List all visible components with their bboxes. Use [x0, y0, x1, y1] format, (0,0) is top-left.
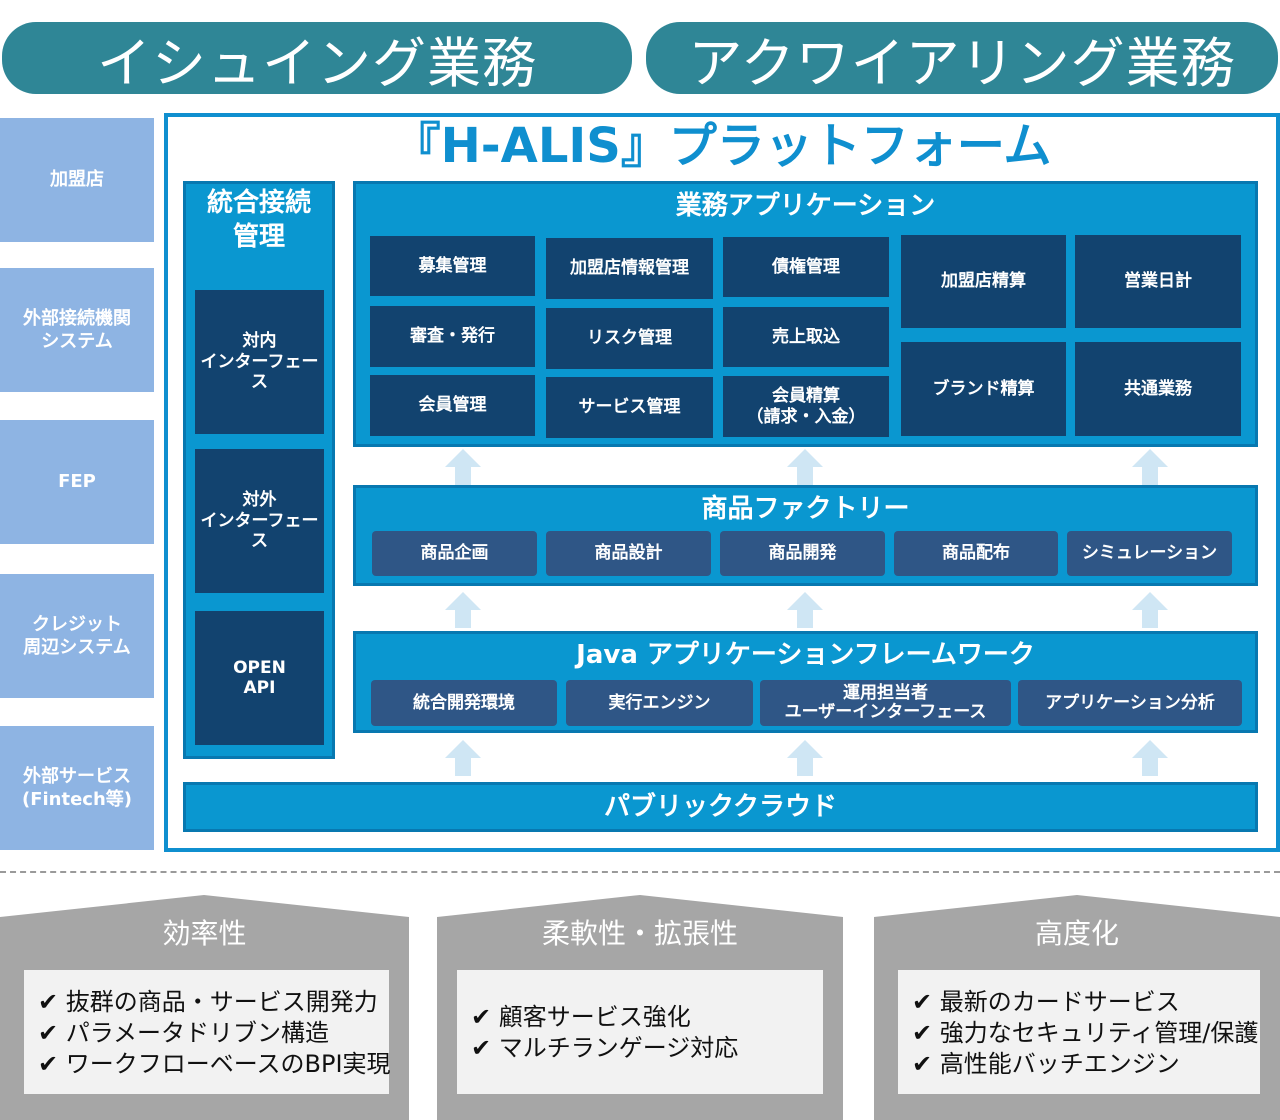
app-merchant-settlement: 加盟店精算: [901, 235, 1066, 328]
framework-engine: 実行エンジン: [566, 680, 753, 726]
app-screening: 審査・発行: [370, 306, 535, 367]
framework-ide: 統合開発環境: [371, 680, 557, 726]
up-arrow-icon: [787, 592, 823, 628]
side-external-services: 外部サービス (Fintech等): [0, 726, 154, 850]
product-factory-title: 商品ファクトリー: [701, 494, 910, 524]
issuing-business-banner: イシュイング業務: [2, 22, 632, 95]
side-fep: FEP: [0, 420, 154, 544]
section-divider: [0, 871, 1280, 873]
benefit-item: ✔ 高性能バッチエンジン: [912, 1050, 1180, 1078]
app-brand-settlement: ブランド精算: [901, 342, 1066, 436]
framework-app-analysis: アプリケーション分析: [1018, 680, 1242, 726]
up-arrow-icon: [1132, 449, 1168, 485]
up-arrow-icon: [787, 740, 823, 776]
open-api: OPEN API: [195, 611, 324, 745]
up-arrow-icon: [1132, 740, 1168, 776]
side-merchant: 加盟店: [0, 118, 154, 242]
app-member-settlement: 会員精算 （請求・入金）: [723, 376, 889, 437]
up-arrow-icon: [445, 449, 481, 485]
public-cloud-bar: パブリッククラウド: [183, 782, 1258, 832]
up-arrow-icon: [445, 592, 481, 628]
app-sales-import: 売上取込: [723, 307, 889, 367]
app-service: サービス管理: [546, 377, 713, 438]
external-interface: 対外 インターフェース: [195, 449, 324, 593]
app-receivables: 債権管理: [723, 237, 889, 297]
side-credit-systems: クレジット 周辺システム: [0, 574, 154, 698]
platform-title: 『H-ALIS』プラットフォーム: [392, 118, 1052, 174]
side-external-institutions: 外部接続機関 システム: [0, 268, 154, 392]
app-common: 共通業務: [1075, 342, 1241, 436]
app-daily-business: 営業日計: [1075, 235, 1241, 328]
up-arrow-icon: [1132, 592, 1168, 628]
java-framework-title: Java アプリケーションフレームワーク: [576, 640, 1035, 670]
benefit-title-efficiency: 効率性: [162, 917, 247, 950]
up-arrow-icon: [787, 449, 823, 485]
factory-development: 商品開発: [720, 531, 885, 576]
internal-interface: 対内 インターフェース: [195, 290, 324, 434]
benefit-box-efficiency: ✔ 抜群の商品・サービス開発力 ✔ パラメータドリブン構造 ✔ ワークフローベー…: [24, 970, 391, 1094]
app-member: 会員管理: [370, 375, 535, 436]
up-arrow-icon: [445, 740, 481, 776]
benefit-title-sophistication: 高度化: [1034, 917, 1119, 950]
benefit-box-sophistication: ✔ 最新のカードサービス ✔ 強力なセキュリティ管理/保護 ✔ 高性能バッチエン…: [898, 970, 1260, 1094]
factory-planning: 商品企画: [372, 531, 537, 576]
framework-operator-ui: 運用担当者 ユーザーインターフェース: [760, 680, 1011, 726]
benefit-item: ✔ 抜群の商品・サービス開発力: [38, 988, 378, 1016]
business-apps-title: 業務アプリケーション: [675, 191, 936, 221]
integration-title: 統合接続 管理: [206, 188, 311, 252]
acquiring-business-banner: アクワイアリング業務: [646, 22, 1278, 95]
benefit-box-flexibility: ✔ 顧客サービス強化 ✔ マルチランゲージ対応: [457, 970, 823, 1094]
benefit-item: ✔ 強力なセキュリティ管理/保護: [912, 1019, 1259, 1047]
factory-simulation: シミュレーション: [1067, 531, 1232, 576]
app-merchant-info: 加盟店情報管理: [546, 238, 713, 299]
benefit-item: ✔ 最新のカードサービス: [912, 988, 1180, 1016]
factory-distribution: 商品配布: [894, 531, 1058, 576]
benefit-item: ✔ 顧客サービス強化: [471, 1003, 691, 1031]
factory-design: 商品設計: [546, 531, 711, 576]
benefit-item: ✔ ワークフローベースのBPI実現: [38, 1050, 391, 1078]
benefit-title-flexibility: 柔軟性・拡張性: [541, 917, 738, 950]
app-recruitment: 募集管理: [370, 236, 535, 296]
benefit-item: ✔ マルチランゲージ対応: [471, 1034, 739, 1062]
benefit-item: ✔ パラメータドリブン構造: [38, 1019, 330, 1047]
app-risk: リスク管理: [546, 308, 713, 369]
